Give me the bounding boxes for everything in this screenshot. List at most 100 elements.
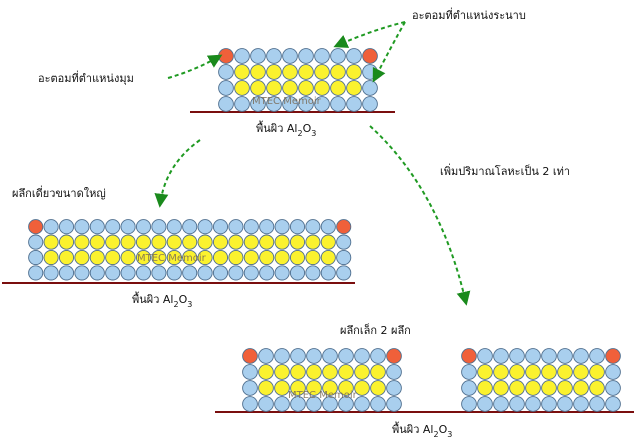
edge-atom xyxy=(542,349,557,364)
edge-atom xyxy=(526,397,541,412)
arrow-to-large-crystal xyxy=(160,140,200,205)
edge-atom xyxy=(321,266,335,280)
edge-atom xyxy=(291,349,306,364)
interior-atom xyxy=(574,365,589,380)
interior-atom xyxy=(526,381,541,396)
edge-atom xyxy=(558,349,573,364)
edge-atom xyxy=(260,266,274,280)
interior-atom xyxy=(267,81,282,96)
interior-atom xyxy=(307,365,322,380)
edge-atom xyxy=(198,266,212,280)
edge-atom xyxy=(75,220,89,234)
interior-atom xyxy=(306,235,320,249)
interior-atom xyxy=(244,250,258,264)
interior-atom xyxy=(260,235,274,249)
corner-atom xyxy=(243,349,258,364)
edge-atom xyxy=(510,349,525,364)
arrow-double-metal xyxy=(370,126,466,303)
label-double-metal: เพิ่มปริมาณโลหะเป็น 2 เท่า xyxy=(440,163,570,178)
edge-atom xyxy=(121,220,135,234)
interior-atom xyxy=(251,65,266,80)
edge-atom xyxy=(387,381,402,396)
edge-atom xyxy=(494,349,509,364)
edge-atom xyxy=(363,65,378,80)
edge-atom xyxy=(121,266,135,280)
interior-atom xyxy=(275,365,290,380)
edge-atom xyxy=(219,65,234,80)
interior-atom xyxy=(90,235,104,249)
corner-atom xyxy=(363,49,378,64)
edge-atom xyxy=(259,397,274,412)
edge-atom xyxy=(299,49,314,64)
edge-atom xyxy=(321,220,335,234)
edge-atom xyxy=(44,266,58,280)
interior-atom xyxy=(121,235,135,249)
edge-atom xyxy=(363,97,378,112)
interior-atom xyxy=(259,381,274,396)
interior-atom xyxy=(494,365,509,380)
watermark-bottom: MTEC Memoir xyxy=(288,390,358,401)
edge-atom xyxy=(307,349,322,364)
edge-atom xyxy=(251,49,266,64)
interior-atom xyxy=(267,65,282,80)
interior-atom xyxy=(355,365,370,380)
edge-atom xyxy=(106,266,120,280)
interior-atom xyxy=(106,235,120,249)
interior-atom xyxy=(244,235,258,249)
interior-atom xyxy=(44,250,58,264)
interior-atom xyxy=(106,250,120,264)
interior-atom xyxy=(167,235,181,249)
edge-atom xyxy=(337,250,351,264)
interior-atom xyxy=(339,365,354,380)
edge-atom xyxy=(275,220,289,234)
edge-atom xyxy=(235,97,250,112)
interior-atom xyxy=(371,365,386,380)
interior-atom xyxy=(44,235,58,249)
interior-atom xyxy=(213,250,227,264)
edge-atom xyxy=(323,349,338,364)
edge-atom xyxy=(606,365,621,380)
interior-atom xyxy=(75,235,89,249)
edge-atom xyxy=(213,266,227,280)
edge-atom xyxy=(510,397,525,412)
interior-atom xyxy=(574,381,589,396)
edge-atom xyxy=(219,97,234,112)
interior-atom xyxy=(235,81,250,96)
arrow-corner-atom xyxy=(168,56,220,78)
edge-atom xyxy=(290,220,304,234)
interior-atom xyxy=(259,365,274,380)
interior-atom xyxy=(371,381,386,396)
edge-atom xyxy=(152,266,166,280)
edge-atom xyxy=(306,266,320,280)
edge-atom xyxy=(371,349,386,364)
edge-atom xyxy=(306,220,320,234)
interior-atom xyxy=(323,365,338,380)
edge-atom xyxy=(136,220,150,234)
edge-atom xyxy=(260,220,274,234)
edge-atom xyxy=(29,235,43,249)
edge-atom xyxy=(235,49,250,64)
edge-atom xyxy=(136,266,150,280)
corner-atom xyxy=(606,349,621,364)
edge-atom xyxy=(331,49,346,64)
edge-atom xyxy=(315,49,330,64)
interior-atom xyxy=(590,381,605,396)
interior-atom xyxy=(306,250,320,264)
interior-atom xyxy=(542,365,557,380)
interior-atom xyxy=(347,65,362,80)
substrate-label-bottom: พื้นผิว Al2O3 xyxy=(392,421,452,439)
edge-atom xyxy=(574,349,589,364)
edge-atom xyxy=(198,220,212,234)
interior-atom xyxy=(590,365,605,380)
edge-atom xyxy=(542,397,557,412)
label-large-single-crystal: ผลึกเดี่ยวขนาดใหญ่ xyxy=(12,185,106,200)
interior-atom xyxy=(183,235,197,249)
interior-atom xyxy=(299,81,314,96)
interior-atom xyxy=(510,365,525,380)
interior-atom xyxy=(321,250,335,264)
substrate-label-left: พื้นผิว Al2O3 xyxy=(132,291,192,309)
interior-atom xyxy=(275,235,289,249)
interior-atom xyxy=(558,365,573,380)
interior-atom xyxy=(75,250,89,264)
